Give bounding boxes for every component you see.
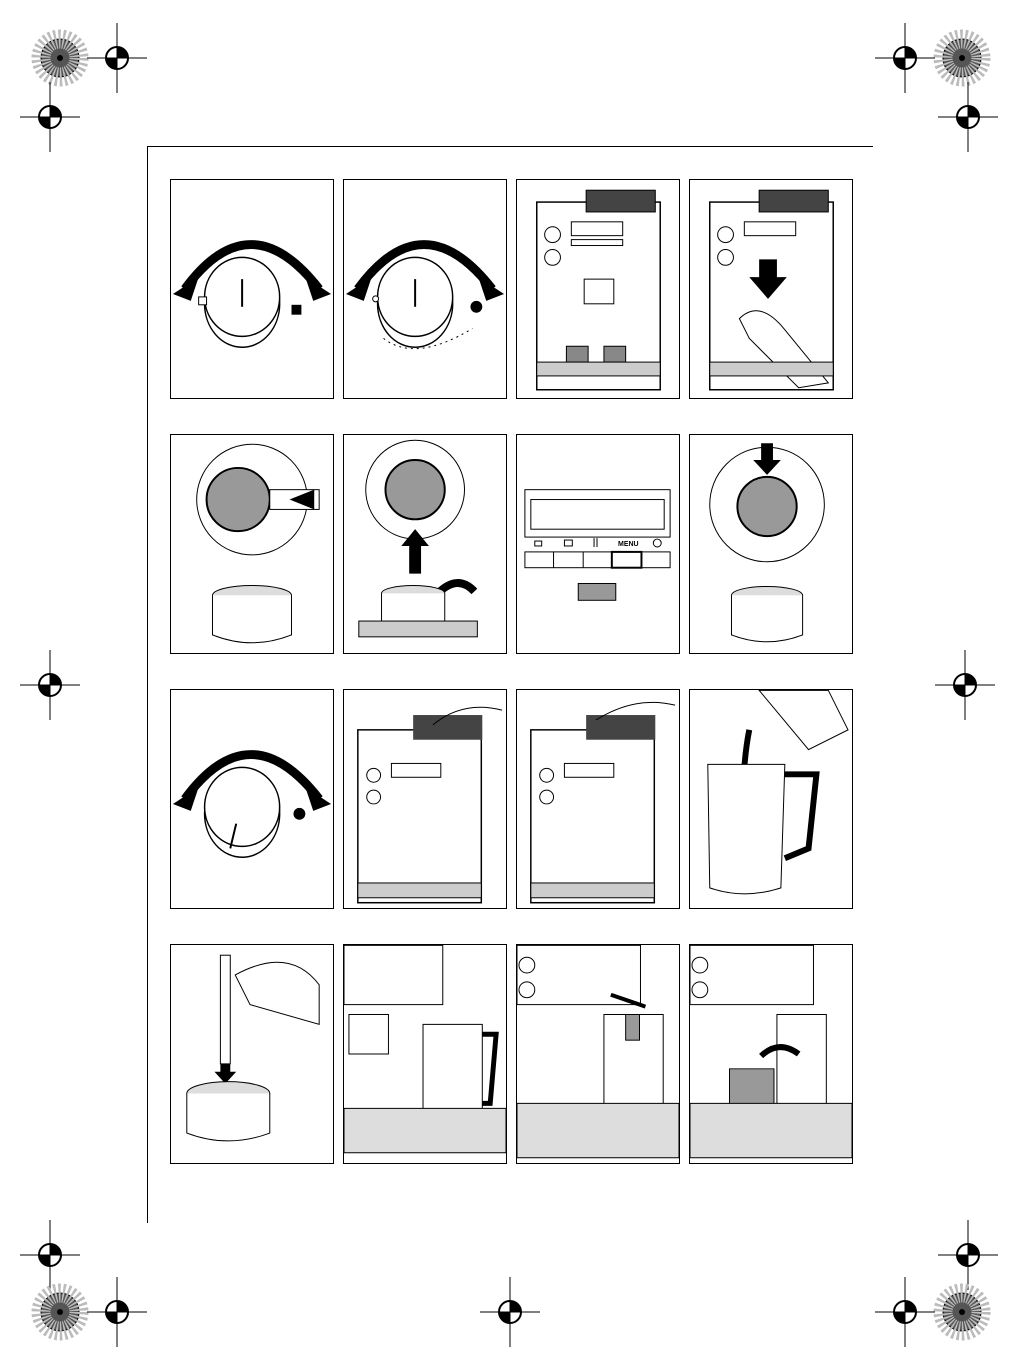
panel-milk-lid-insert — [343, 434, 507, 654]
steam-icon — [593, 538, 598, 547]
panel-milk-lid-press — [689, 434, 853, 654]
frame-left-rule — [147, 146, 148, 1223]
two-cups-icon — [563, 539, 573, 547]
panel-insert-tube — [170, 944, 334, 1164]
panel-dial-cup-size — [170, 179, 334, 399]
panel-attach-jug — [343, 944, 507, 1164]
panel-dial-rotate — [170, 689, 334, 909]
menu-label: MENU — [618, 541, 639, 548]
panel-adjust-spout — [689, 179, 853, 399]
frame-top-rule — [147, 146, 873, 147]
panel-machine-two-cups — [516, 179, 680, 399]
panel-control-display: MENU — [516, 434, 680, 654]
panel-fill-beans — [343, 689, 507, 909]
cup-icon — [534, 540, 543, 547]
panel-dial-strength — [343, 179, 507, 399]
panel-pour-milk — [689, 689, 853, 909]
dial-illustration — [172, 240, 332, 349]
panel-milk-lid-left — [170, 434, 334, 654]
panel-froth-cup — [689, 944, 853, 1164]
panel-release-jug — [516, 944, 680, 1164]
power-icon — [652, 538, 662, 548]
panel-fill-water — [516, 689, 680, 909]
